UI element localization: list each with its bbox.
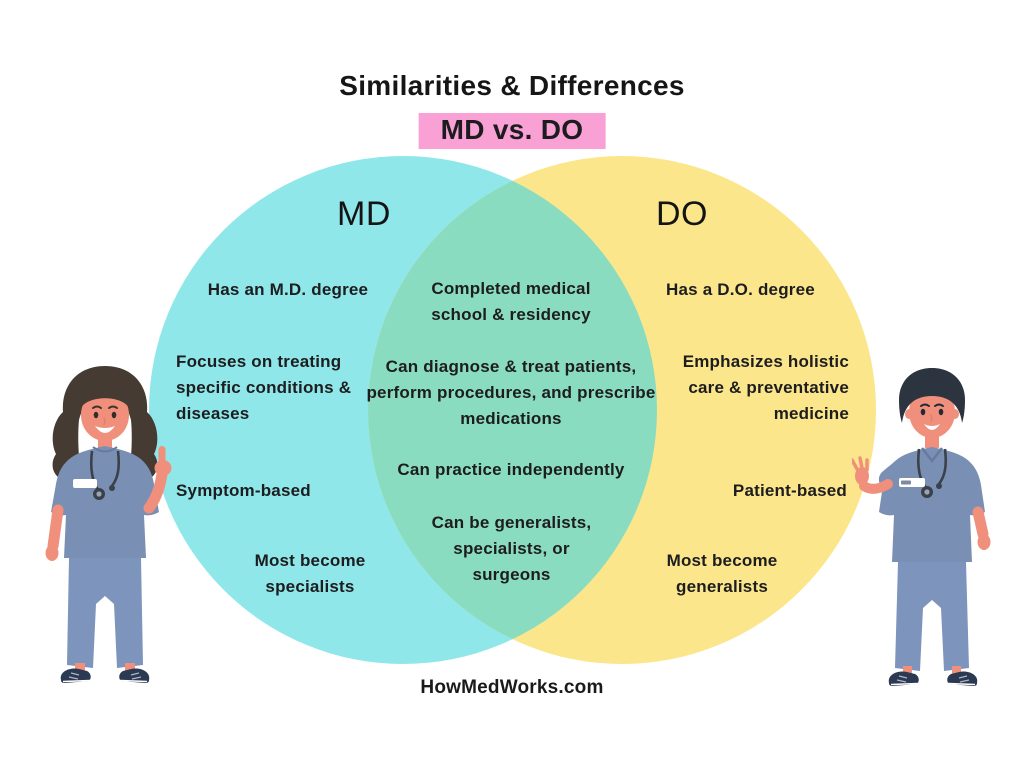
do-item-patient: Patient-based (732, 481, 847, 500)
do-item-holistic: Emphasizes holistic care & preventative … (682, 352, 849, 423)
male-scrub-top (879, 447, 985, 562)
md-item-focus: Focuses on treating specific conditions … (176, 352, 352, 423)
male-hair-icon (899, 368, 965, 423)
female-shoe-left (60, 668, 91, 683)
overlap-item-diagnose: Can diagnose & treat patients, perform p… (366, 357, 656, 428)
overlap-item-generalists: Can be generalists, specialists, or surg… (431, 513, 592, 584)
female-doctor-illustration (45, 366, 172, 683)
male-pants (895, 562, 969, 671)
male-shoe-right (947, 671, 978, 686)
presenting-hand-icon (859, 479, 893, 494)
md-item-specialists: Most become specialists (254, 551, 366, 596)
female-shoe-right (119, 668, 150, 683)
do-circle-label: DO (656, 195, 708, 233)
overlap-item-independent: Can practice independently (397, 460, 625, 479)
overlap-item-school: Completed medical school & residency (431, 279, 591, 324)
female-scrub-top (51, 446, 159, 558)
subtitle-highlight: MD vs. DO (418, 113, 606, 149)
md-circle-label: MD (337, 195, 391, 233)
thumbs-up-hand-icon (143, 468, 168, 514)
do-item-degree: Has a D.O. degree (666, 280, 815, 299)
female-pants (67, 558, 143, 668)
name-badge (899, 478, 925, 487)
name-badge (73, 479, 97, 488)
female-hair-icon (52, 366, 158, 481)
overlap-region (368, 156, 657, 664)
male-doctor-illustration (852, 368, 991, 686)
page-title: Similarities & Differences (339, 70, 685, 101)
website-url: HowMedWorks.com (420, 677, 604, 698)
md-item-symptom: Symptom-based (176, 481, 311, 500)
male-shoe-left (888, 671, 919, 686)
do-item-generalists: Most become generalists (666, 551, 778, 596)
md-item-degree: Has an M.D. degree (207, 280, 369, 299)
